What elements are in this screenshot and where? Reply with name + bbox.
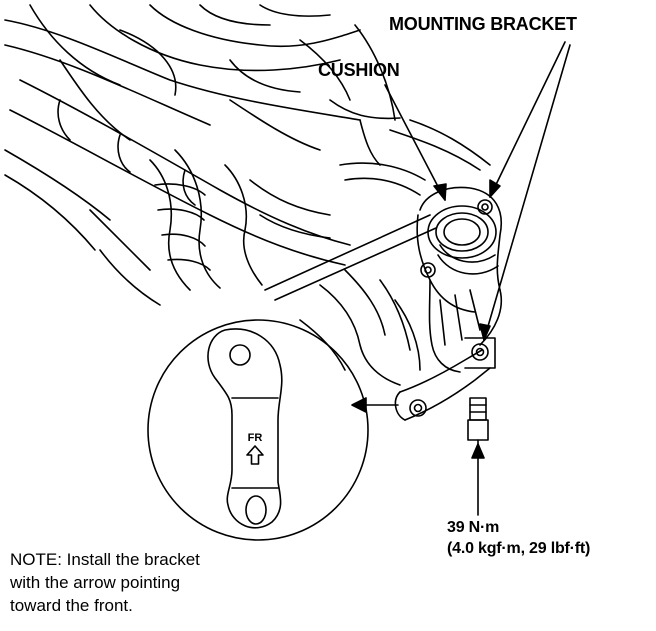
bracket-plate bbox=[207, 328, 283, 529]
bracket-arrowhead-upper bbox=[489, 179, 501, 198]
mounting-bracket-label: MOUNTING BRACKET bbox=[389, 14, 577, 34]
bolt-arrowhead bbox=[471, 443, 485, 459]
engine-mount bbox=[394, 186, 503, 421]
torque-value-secondary: (4.0 kgf·m, 29 lbf·ft) bbox=[447, 540, 591, 557]
bracket-arrowhead-lower bbox=[479, 323, 491, 341]
note-line-1: NOTE: Install the bracket bbox=[10, 550, 200, 569]
bracket-fr-marking: FR bbox=[248, 432, 263, 444]
note-line-3: toward the front. bbox=[10, 596, 133, 615]
detail-pointer-arrowhead bbox=[351, 397, 367, 413]
torque-value-primary: 39 N·m bbox=[447, 519, 500, 536]
cushion-label: CUSHION bbox=[318, 60, 400, 80]
callout-lines bbox=[384, 41, 571, 341]
cushion-arrowhead bbox=[433, 183, 447, 201]
engine-background bbox=[4, 4, 491, 386]
arrow-up-icon bbox=[246, 445, 264, 465]
install-note: NOTE: Install the bracket with the arrow… bbox=[10, 548, 310, 617]
note-line-2: with the arrow pointing bbox=[10, 573, 181, 592]
detail-inset-circle bbox=[147, 319, 369, 541]
